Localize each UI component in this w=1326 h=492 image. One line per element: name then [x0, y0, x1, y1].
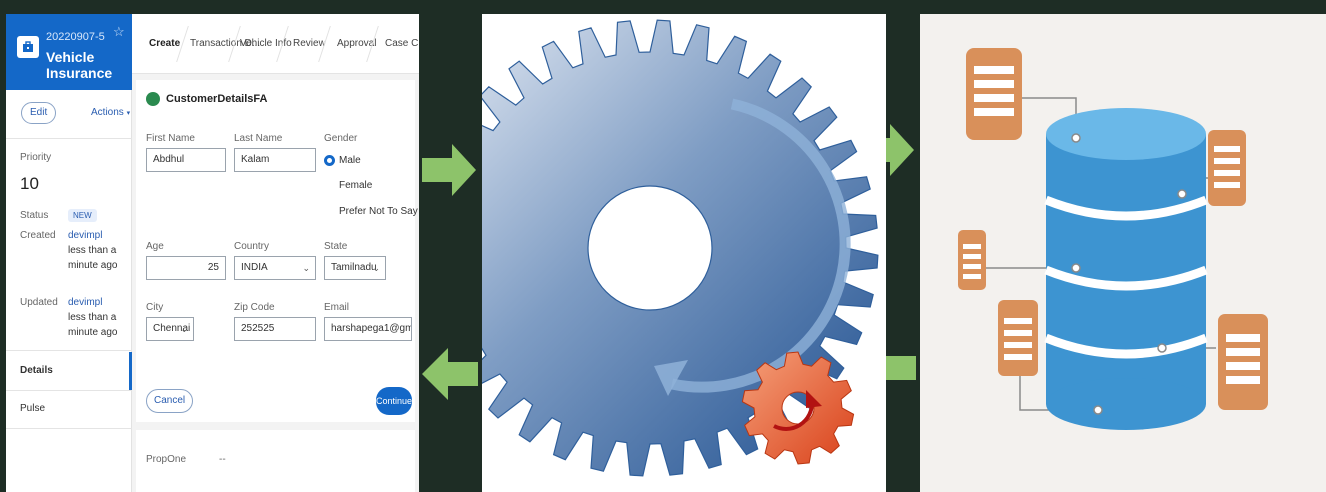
chevron-down-icon: ⌄ [180, 318, 188, 340]
age-field[interactable]: 25 [146, 256, 226, 280]
tab-case-close[interactable]: Case Close [385, 38, 419, 49]
database-cylinder [1046, 108, 1206, 430]
arrow-right-icon [418, 138, 482, 202]
created-when: less than a minute ago [68, 243, 130, 273]
country-label: Country [234, 241, 269, 252]
email-field[interactable]: harshapega1@gmail.com [324, 317, 412, 341]
created-label: Created [20, 230, 56, 241]
priority-label: Priority [20, 152, 51, 163]
actions-menu[interactable]: Actions ▾ [91, 107, 130, 118]
updated-by-link[interactable]: devimpl [68, 295, 102, 310]
priority-value: 10 [20, 174, 39, 194]
gear-icon [482, 14, 886, 492]
email-label: Email [324, 302, 349, 313]
actions-label: Actions [91, 107, 124, 118]
continue-button[interactable]: Continue [376, 387, 412, 415]
age-label: Age [146, 241, 164, 252]
state-value: Tamilnadu [331, 262, 377, 273]
created-by-link[interactable]: devimpl [68, 228, 102, 243]
updated-label: Updated [20, 297, 58, 308]
last-name-field[interactable]: Kalam [234, 148, 316, 172]
chevron-down-icon: ⌄ [372, 257, 380, 279]
case-header: 20220907-5 Vehicle Insurance ☆ [6, 14, 132, 90]
country-value: INDIA [241, 262, 268, 273]
state-label: State [324, 241, 347, 252]
state-select[interactable]: Tamilnadu⌄ [324, 256, 386, 280]
nav-item-pulse[interactable]: Pulse [6, 390, 132, 428]
divider [6, 350, 132, 351]
arrow-left-icon [416, 342, 482, 406]
gender-option-prefer-not[interactable]: Prefer Not To Say [339, 206, 418, 217]
city-select[interactable]: Chennai⌄ [146, 317, 194, 341]
form-area: Create Transaction D... Vehicle Info Rev… [132, 14, 419, 492]
zip-label: Zip Code [234, 302, 275, 313]
country-select[interactable]: INDIA ⌄ [234, 256, 316, 280]
database-illustration-panel [920, 14, 1326, 492]
gender-radio-male[interactable] [324, 155, 335, 166]
last-name-label: Last Name [234, 133, 282, 144]
status-badge: NEW [68, 209, 97, 222]
prop-label: PropOne [146, 454, 186, 465]
chevron-down-icon: ⌄ [302, 257, 310, 279]
divider [6, 138, 132, 139]
prop-value: -- [219, 454, 226, 465]
star-icon[interactable]: ☆ [113, 24, 125, 40]
case-screenshot-panel: 20220907-5 Vehicle Insurance ☆ Edit Acti… [6, 14, 419, 492]
customer-details-form: CustomerDetailsFA First Name Abdhul Last… [136, 80, 415, 422]
gender-option-male: Male [339, 155, 361, 166]
cancel-button[interactable]: Cancel [146, 389, 193, 413]
gear-illustration-panel [482, 14, 886, 492]
gender-option-female[interactable]: Female [339, 180, 372, 191]
stage-tabs: Create Transaction D... Vehicle Info Rev… [132, 14, 419, 74]
gender-label: Gender [324, 133, 357, 144]
updated-when: less than a minute ago [68, 310, 130, 340]
tab-create[interactable]: Create [149, 38, 180, 49]
form-title: CustomerDetailsFA [166, 93, 267, 105]
city-label: City [146, 302, 163, 313]
first-name-field[interactable]: Abdhul [146, 148, 226, 172]
case-icon [17, 36, 39, 58]
form-icon [146, 92, 160, 106]
divider [6, 428, 132, 429]
nav-item-details[interactable]: Details [6, 352, 132, 390]
case-title: Vehicle Insurance [46, 49, 132, 81]
tab-review[interactable]: Review [293, 38, 326, 49]
case-id: 20220907-5 [46, 31, 105, 43]
prop-card: PropOne -- [136, 430, 415, 492]
zip-field[interactable]: 252525 [234, 317, 316, 341]
database-icon [920, 14, 1326, 492]
chevron-down-icon: ▾ [127, 110, 131, 117]
first-name-label: First Name [146, 133, 195, 144]
edit-button[interactable]: Edit [21, 102, 56, 124]
status-label: Status [20, 210, 48, 221]
case-sidebar: 20220907-5 Vehicle Insurance ☆ Edit Acti… [6, 14, 132, 492]
